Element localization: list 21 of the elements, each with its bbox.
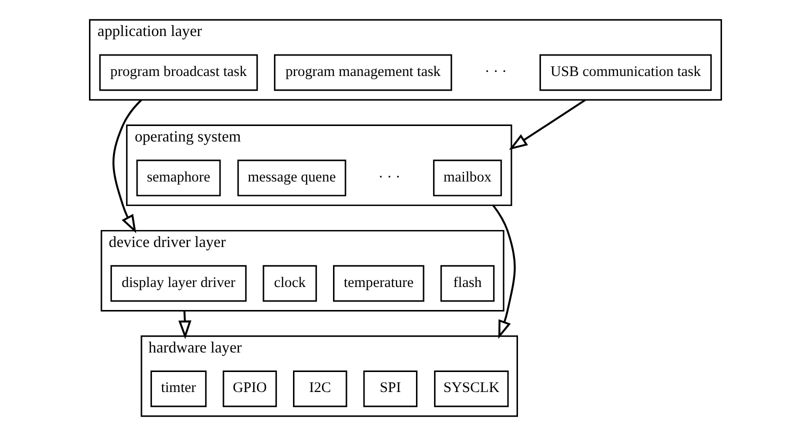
node-box: program management task <box>273 54 452 91</box>
arrow <box>508 99 586 150</box>
node-box: flash <box>440 265 494 302</box>
node-box: I2C <box>292 370 347 408</box>
node-box: SYSCLK <box>434 370 508 408</box>
node-box: mailbox <box>432 160 502 196</box>
node-box: display layer driver <box>110 265 246 302</box>
node-box: clock <box>262 265 316 302</box>
label: · · · <box>484 64 506 80</box>
node-box: USB communication task <box>538 54 712 91</box>
node-box: timter <box>150 370 206 408</box>
node-box: GPIO <box>222 370 276 408</box>
arrow <box>112 99 142 234</box>
arrow <box>492 204 516 339</box>
node-box: temperature <box>332 265 424 302</box>
node-box: SPI <box>362 370 417 408</box>
label: · · · <box>378 169 400 186</box>
node-box: message quene <box>236 160 346 196</box>
node-box: semaphore <box>136 160 220 196</box>
node-box: program broadcast task <box>98 54 258 91</box>
arrow <box>178 310 191 340</box>
